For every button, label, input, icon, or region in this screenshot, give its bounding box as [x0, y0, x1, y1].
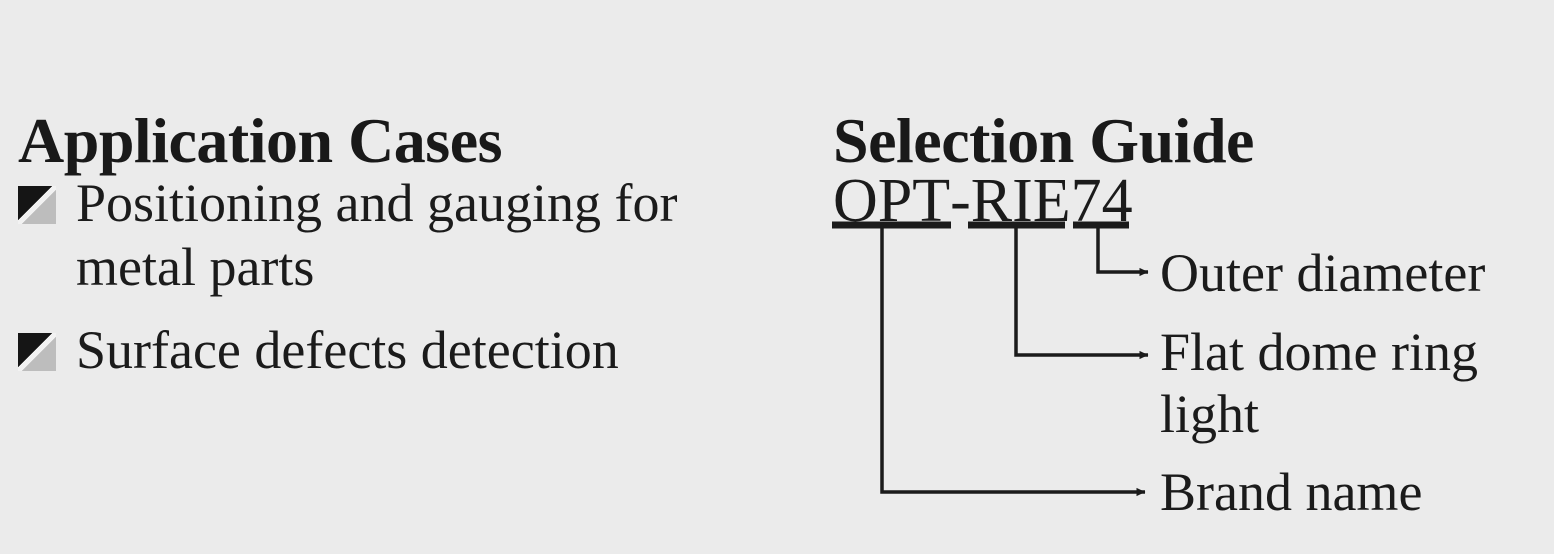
half-diagonal-square-bullet-icon	[18, 186, 56, 224]
list-item-label: Positioning and gauging for metal parts	[76, 173, 678, 297]
leader-label-outer-diameter: Outer diameter	[1160, 243, 1486, 303]
application-cases-heading: Application Cases	[18, 105, 503, 177]
list-item-label: Surface defects detection	[76, 320, 619, 381]
application-cases-list: Positioning and gauging for metal parts …	[18, 172, 758, 403]
selection-guide-heading: Selection Guide	[833, 105, 1254, 177]
list-item: Positioning and gauging for metal parts	[18, 172, 758, 299]
part-number-segment-brand: OPT	[833, 167, 951, 235]
part-number: OPT-RIE74	[833, 170, 1133, 232]
leader-line-brand	[880, 226, 1146, 497]
part-number-segment-series: RIE	[970, 167, 1071, 235]
list-item: Surface defects detection	[18, 319, 758, 383]
leader-label-brand-name: Brand name	[1160, 462, 1423, 522]
part-number-separator: -	[950, 167, 971, 235]
half-diagonal-square-bullet-icon	[18, 333, 56, 372]
part-number-segment-size: 74	[1070, 167, 1133, 235]
leader-label-flat-dome-ring-light: Flat dome ring light	[1160, 322, 1478, 444]
leader-line-series	[1014, 226, 1149, 360]
